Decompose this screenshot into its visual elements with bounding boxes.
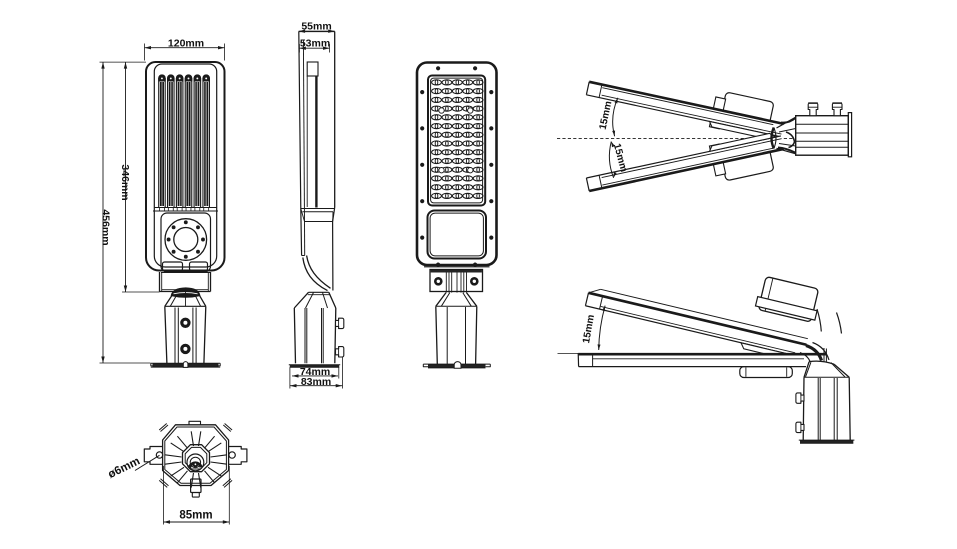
svg-text:83mm: 83mm (301, 376, 331, 388)
svg-text:120mm: 120mm (168, 38, 204, 50)
svg-text:85mm: 85mm (179, 510, 212, 522)
svg-text:346mm: 346mm (119, 164, 131, 200)
svg-text:53mm: 53mm (300, 37, 330, 49)
svg-text:74mm: 74mm (300, 366, 330, 378)
svg-text:456mm: 456mm (99, 209, 111, 245)
svg-text:55mm: 55mm (301, 20, 331, 32)
svg-text:15mm: 15mm (581, 314, 597, 344)
